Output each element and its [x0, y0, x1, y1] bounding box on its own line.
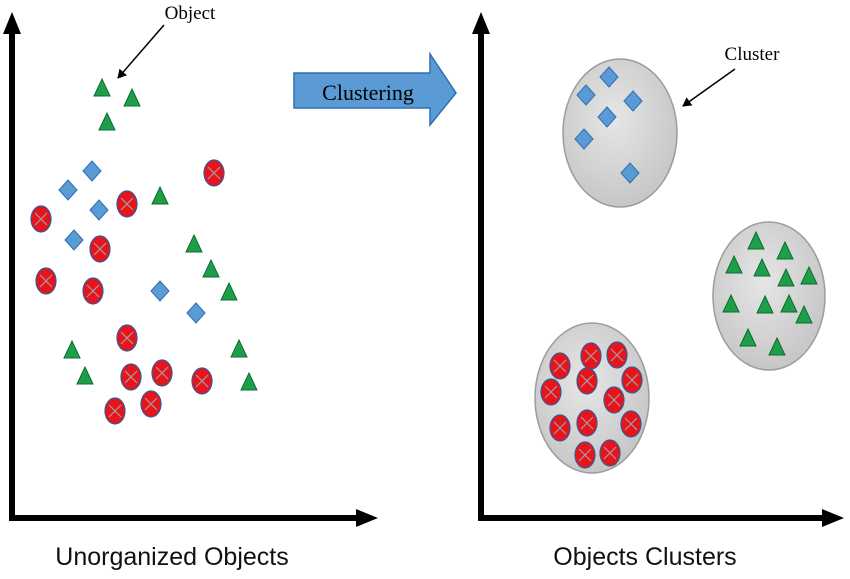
green-triangle-icon — [93, 77, 111, 97]
green-triangle-icon — [795, 304, 813, 324]
red-circle-x-icon — [621, 366, 643, 394]
blue-diamond-icon — [150, 280, 170, 302]
blue-diamond-icon — [599, 66, 619, 88]
green-triangle-icon — [800, 265, 818, 285]
green-triangle-icon — [722, 293, 740, 313]
red-circle-x-icon — [540, 378, 562, 406]
cluster-pointer-arrow — [682, 68, 736, 107]
left-caption: Unorganized Objects — [55, 543, 288, 571]
red-circle-x-icon — [116, 324, 138, 352]
blue-diamond-icon — [623, 90, 643, 112]
blue-diamond-icon — [89, 199, 109, 221]
green-triangle-icon — [185, 233, 203, 253]
clustering-arrow: Clustering — [293, 51, 457, 128]
red-circle-x-icon — [549, 414, 571, 442]
red-circle-x-icon — [89, 235, 111, 263]
blue-diamond-icon — [82, 160, 102, 182]
blue-diamond-icon — [186, 302, 206, 324]
green-triangle-icon — [776, 240, 794, 260]
clustering-label: Clustering — [322, 80, 414, 105]
green-triangle-icon — [768, 336, 786, 356]
green-triangle-icon — [747, 230, 765, 250]
green-triangle-icon — [202, 258, 220, 278]
green-triangle-icon — [76, 365, 94, 385]
triangle-objects — [63, 77, 818, 391]
red-circle-x-icon — [599, 439, 621, 467]
right-y-axis-arrowhead — [472, 12, 490, 34]
blue-diamond-icon — [620, 162, 640, 184]
green-triangle-icon — [151, 185, 169, 205]
red-circle-x-icon — [203, 159, 225, 187]
clustering-arrow-shape — [293, 51, 457, 128]
red-circle-x-icon — [35, 267, 57, 295]
red-circle-x-icon — [603, 386, 625, 414]
blue-diamond-icon — [58, 179, 78, 201]
red-circle-x-icon — [140, 390, 162, 418]
red-circle-x-icon — [580, 342, 602, 370]
right-x-axis-arrowhead — [822, 509, 844, 527]
blue-diamond-icon — [576, 84, 596, 106]
blue-diamond-icon — [64, 229, 84, 251]
red-circle-x-icon — [120, 363, 142, 391]
green-triangle-icon — [725, 254, 743, 274]
left-y-axis-arrowhead — [3, 12, 21, 34]
right-caption: Objects Clusters — [553, 543, 736, 571]
circle-objects — [30, 159, 643, 469]
red-circle-x-icon — [606, 341, 628, 369]
left-x-axis-arrowhead — [356, 509, 378, 527]
object-callout: Object — [117, 3, 216, 79]
green-triangle-icon — [780, 293, 798, 313]
red-circle-x-icon — [151, 359, 173, 387]
red-circle-x-icon — [574, 441, 596, 469]
green-triangle-icon — [98, 111, 116, 131]
green-triangle-icon — [240, 371, 258, 391]
right-axes — [472, 12, 844, 527]
green-triangle-icon — [123, 87, 141, 107]
blue-diamond-icon — [574, 128, 594, 150]
object-pointer-arrow — [117, 24, 165, 79]
red-circle-x-icon — [116, 190, 138, 218]
red-circle-x-icon — [576, 409, 598, 437]
object-label: Object — [165, 3, 216, 24]
red-circle-x-icon — [620, 410, 642, 438]
green-triangle-icon — [230, 338, 248, 358]
triangle-cluster-blob — [712, 221, 826, 371]
red-circle-x-icon — [191, 367, 213, 395]
diamond-objects — [58, 66, 643, 324]
green-triangle-icon — [777, 267, 795, 287]
green-triangle-icon — [739, 327, 757, 347]
red-circle-x-icon — [30, 205, 52, 233]
red-circle-x-icon — [549, 352, 571, 380]
cluster-label: Cluster — [725, 44, 781, 65]
cluster-blobs — [534, 58, 826, 474]
green-triangle-icon — [756, 294, 774, 314]
left-axes — [3, 12, 378, 527]
blue-diamond-icon — [597, 106, 617, 128]
green-triangle-icon — [753, 257, 771, 277]
red-circle-x-icon — [104, 397, 126, 425]
cluster-callout: Cluster — [682, 44, 781, 107]
green-triangle-icon — [220, 281, 238, 301]
red-circle-x-icon — [82, 277, 104, 305]
red-circle-x-icon — [576, 367, 598, 395]
green-triangle-icon — [63, 339, 81, 359]
